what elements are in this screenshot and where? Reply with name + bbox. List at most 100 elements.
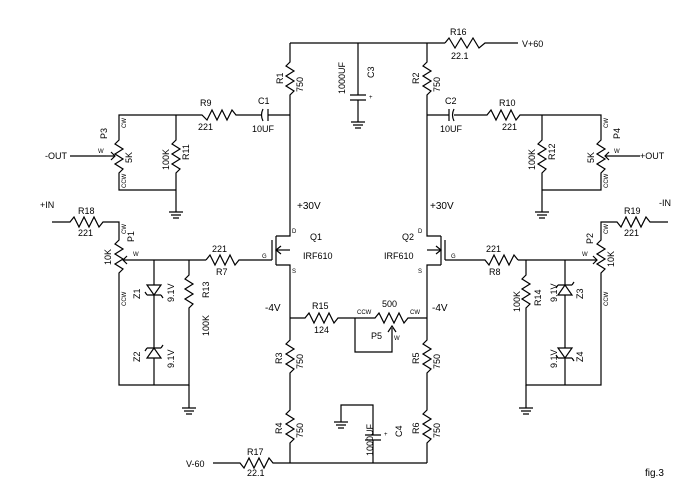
r10-value: 221 <box>502 122 517 132</box>
p4-ref: P4 <box>612 128 622 139</box>
p3-ref: P3 <box>99 128 109 139</box>
r11-resistor <box>170 115 182 212</box>
r18-value: 221 <box>78 228 93 238</box>
neg-supply-label: V-60 <box>186 459 205 469</box>
p4-cw: CW <box>604 118 610 128</box>
r12-resistor <box>536 115 548 212</box>
r13-ref: R13 <box>201 281 211 298</box>
q2-source-pin: S <box>418 269 422 275</box>
q2-drain <box>426 115 441 237</box>
r5-value: 750 <box>432 354 442 369</box>
p3-wiper-arrow <box>110 151 116 161</box>
c3-ground <box>351 100 365 129</box>
figure-label: fig.3 <box>645 468 664 479</box>
q2-source <box>426 264 441 318</box>
p2-cw: CW <box>604 224 610 234</box>
c2-ref: C2 <box>445 96 457 106</box>
r19-p2-wire <box>565 215 668 386</box>
r1-value: 750 <box>295 77 305 92</box>
neg-4-right: -4V <box>432 303 448 314</box>
r16-resistor <box>444 36 518 50</box>
p3-ccw: CCW <box>122 173 128 188</box>
r14-value: 100K <box>512 291 522 312</box>
r7-value: 221 <box>212 244 227 254</box>
r13-resistor <box>154 260 195 386</box>
ground-left-bottom <box>182 385 196 415</box>
r9-value: 221 <box>198 122 213 132</box>
p4-value: 5K <box>586 152 596 163</box>
c3-plus: + <box>369 95 373 101</box>
p3-wiper-pin: W <box>98 149 104 155</box>
p5-cw: CW <box>410 310 420 316</box>
in-pos-label: +IN <box>40 200 54 210</box>
c3-value: 1000UF <box>337 61 347 94</box>
r2-value: 750 <box>432 77 442 92</box>
p3-potentiometer <box>113 114 176 191</box>
c3-ref: C3 <box>366 66 376 78</box>
z3-bar <box>555 281 575 289</box>
ground-left-top <box>169 211 183 219</box>
z3-value: 9.1V <box>549 283 559 302</box>
q1-gate-pin: G <box>262 254 267 260</box>
q2-drain-pin: D <box>418 229 423 235</box>
r15-value: 124 <box>314 325 329 335</box>
z2-zener <box>145 346 163 359</box>
q1-arrow <box>275 245 282 255</box>
out-pos-label: +OUT <box>640 151 665 161</box>
r8-resistor <box>445 253 519 267</box>
q1-source <box>276 264 291 318</box>
p1-cw: CW <box>122 224 128 234</box>
r13-value: 100K <box>201 315 211 336</box>
z2-value: 9.1V <box>166 349 176 368</box>
p2-wiper-pin: W <box>582 252 588 258</box>
p2-ccw: CCW <box>604 291 610 306</box>
r12-ref: R12 <box>547 143 557 160</box>
r6-value: 750 <box>432 423 442 438</box>
pos-30-right: +30V <box>430 201 454 212</box>
c1-value: 10UF <box>252 124 275 134</box>
p3-value: 5K <box>124 152 134 163</box>
p2-ref: P2 <box>585 233 595 244</box>
p5-wiper-pin: W <box>394 336 400 342</box>
p2-value: 10K <box>606 251 616 267</box>
ground-right-top <box>535 211 549 219</box>
z3-ref: Z3 <box>575 288 585 299</box>
q2-ref: Q2 <box>402 232 414 242</box>
r19-ref: R19 <box>624 206 641 216</box>
p1-ccw: CCW <box>122 291 128 306</box>
z3-zener <box>556 283 574 296</box>
r16-ref: R16 <box>450 27 467 37</box>
r14-ref: R14 <box>533 289 543 306</box>
z4-value: 9.1V <box>549 349 559 368</box>
r3-ref: R3 <box>274 352 284 364</box>
r1-resistor <box>284 43 296 115</box>
z4-ref: Z4 <box>575 351 585 362</box>
r17-value: 22.1 <box>247 468 265 478</box>
q1-value: IRF610 <box>303 251 333 261</box>
r19-value: 221 <box>624 228 639 238</box>
neg-4-left: -4V <box>265 303 281 314</box>
r11-ref: R11 <box>181 144 191 160</box>
c3-plates <box>350 94 366 101</box>
r8-value: 221 <box>486 244 501 254</box>
z1-value: 9.1V <box>166 283 176 302</box>
pos-30-left: +30V <box>297 201 321 212</box>
p1-wiper-pin: W <box>133 252 139 258</box>
z1-zener <box>145 284 163 297</box>
q2-arrow <box>435 245 442 255</box>
r4-value: 750 <box>295 423 305 438</box>
r18-p1-wire <box>52 215 154 386</box>
r15-p5-wire <box>290 311 427 325</box>
z1-ref: Z1 <box>132 288 142 299</box>
c1-ref: C1 <box>258 96 270 106</box>
z4-zener <box>556 347 574 360</box>
r14-resistor <box>520 260 565 386</box>
q1-gate <box>271 236 277 265</box>
q1-drain <box>276 115 291 237</box>
r7-ref: R7 <box>216 267 228 277</box>
p4-wiper-arrow <box>604 151 610 161</box>
r9-resistor <box>176 108 262 122</box>
r15-ref: R15 <box>312 301 329 311</box>
